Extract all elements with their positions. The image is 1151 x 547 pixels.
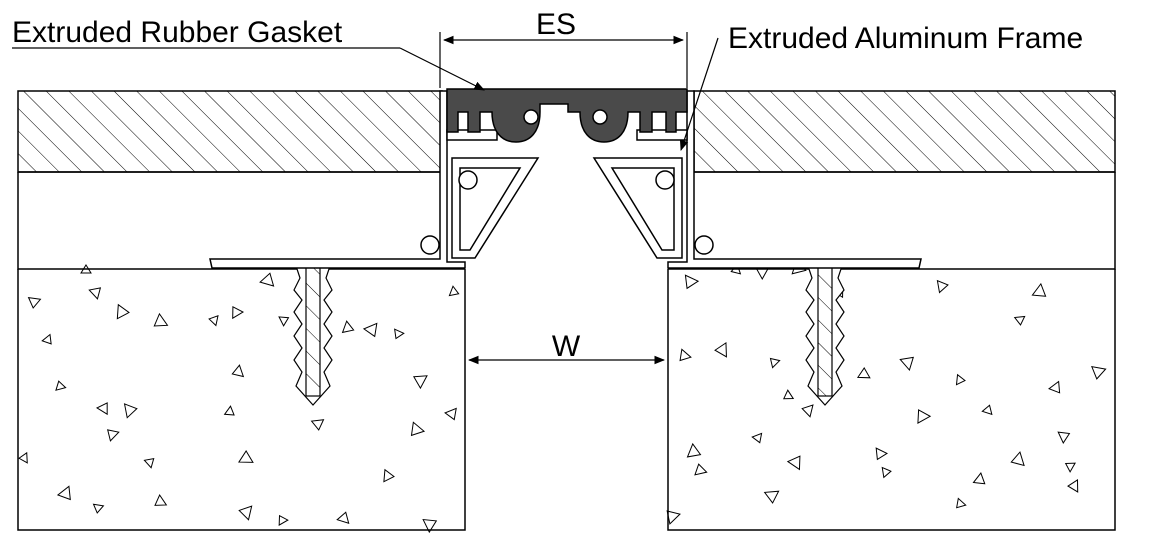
rubber-gasket xyxy=(446,88,688,143)
gasket-callout xyxy=(12,47,485,91)
aggregate-particle xyxy=(1057,431,1071,444)
aggregate-particle xyxy=(917,409,932,424)
aggregate-particle xyxy=(88,287,102,300)
aggregate-particle xyxy=(362,322,378,338)
aggregate-particle xyxy=(936,279,949,294)
floor-finish-layer xyxy=(17,90,1116,173)
aggregate-particle xyxy=(769,357,781,369)
aggregate-particle xyxy=(1091,365,1107,380)
aggregate-particle xyxy=(955,373,966,386)
floor-finish-left xyxy=(17,90,443,173)
aggregate-particle xyxy=(154,493,168,506)
aggregate-particle xyxy=(410,421,426,437)
aggregate-particle xyxy=(278,316,290,327)
aggregate-particle xyxy=(856,367,871,379)
aggregate-particle xyxy=(899,356,914,372)
aggregate-particle xyxy=(1010,451,1025,467)
setting-bed-left xyxy=(17,172,465,270)
es-dimension xyxy=(439,32,688,88)
aggregate-particle xyxy=(875,447,889,461)
aggregate-particle xyxy=(1064,462,1076,473)
aggregate-particle xyxy=(714,341,727,358)
aggregate-particle xyxy=(972,472,986,485)
aggregate-particle xyxy=(95,402,108,416)
aggregate-particle xyxy=(763,490,780,504)
aggregate-particle xyxy=(881,466,892,479)
aggregate-particle xyxy=(422,518,438,534)
concrete-slab-right xyxy=(667,269,1116,531)
aggregate-particle xyxy=(981,404,993,416)
aggregate-particle xyxy=(783,389,795,400)
aggregate-particle xyxy=(684,274,700,290)
aggregate-particle xyxy=(231,364,245,378)
aggregate-particle xyxy=(383,468,395,483)
aggregate-particle xyxy=(686,442,702,458)
aggregate-particle xyxy=(444,407,457,421)
aggregate-particle xyxy=(1067,479,1079,493)
aggregate-particle xyxy=(259,272,275,287)
setting-bed-layer xyxy=(17,171,1116,270)
aggregate-particle xyxy=(1013,315,1026,326)
frame-callout-label: Extruded Aluminum Frame xyxy=(728,22,1083,55)
aggregate-particle xyxy=(336,511,350,524)
w-dimension-label: W xyxy=(552,330,581,363)
aggregate-particle xyxy=(223,405,235,416)
aggregate-particle xyxy=(27,296,42,309)
aggregate-particle xyxy=(448,285,460,297)
aggregate-particle xyxy=(310,419,325,431)
aluminum-frame-right xyxy=(592,90,922,269)
aggregate-particle xyxy=(341,320,355,334)
concrete-aggregate xyxy=(18,260,1107,534)
aggregate-particle xyxy=(751,432,763,444)
aggregate-particle xyxy=(679,348,692,362)
aggregate-particle xyxy=(55,380,67,391)
aluminum-frame-left xyxy=(209,90,540,269)
aggregate-particle xyxy=(41,333,52,345)
aggregate-particle xyxy=(56,485,71,501)
aggregate-particle xyxy=(18,451,28,464)
es-dimension-label: ES xyxy=(536,8,576,41)
aggregate-particle xyxy=(1031,282,1047,297)
aggregate-particle xyxy=(123,403,138,419)
gasket-callout-label: Extruded Rubber Gasket xyxy=(12,16,343,49)
aggregate-particle xyxy=(238,505,253,521)
anchor-left xyxy=(293,265,333,406)
aggregate-particle xyxy=(92,503,105,514)
aggregate-particle xyxy=(232,306,245,320)
aggregate-particle xyxy=(694,463,708,476)
aggregate-particle xyxy=(143,458,155,469)
anchor-right xyxy=(805,265,845,406)
aggregate-particle xyxy=(80,264,92,274)
aggregate-particle xyxy=(666,510,681,525)
floor-finish-right xyxy=(693,90,1116,173)
aggregate-particle xyxy=(1048,380,1061,394)
aggregate-particle xyxy=(801,404,814,418)
aggregate-particle xyxy=(412,375,428,390)
concrete-substrate xyxy=(17,260,1116,534)
frame-callout xyxy=(679,37,719,152)
aggregate-particle xyxy=(755,267,769,281)
setting-bed-right xyxy=(668,172,1116,270)
aggregate-particle xyxy=(153,312,169,327)
aggregate-particle xyxy=(238,450,254,463)
aggregate-particle xyxy=(278,514,289,526)
aggregate-particle xyxy=(208,314,219,327)
aggregate-particle xyxy=(786,455,801,471)
aggregate-particle xyxy=(956,497,967,509)
aggregate-particle xyxy=(116,303,130,320)
concrete-slab-left xyxy=(17,269,466,531)
aggregate-particle xyxy=(107,429,120,442)
aggregate-particle xyxy=(394,328,405,340)
